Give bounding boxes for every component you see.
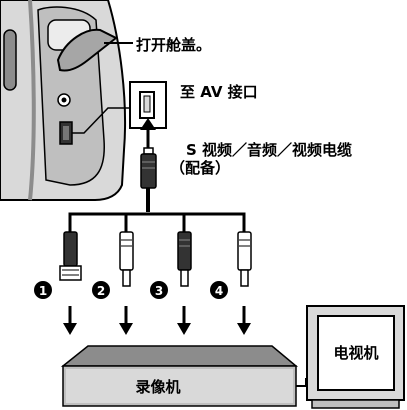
plug-4-rca bbox=[237, 231, 252, 287]
cover-flap bbox=[56, 28, 118, 72]
plug-1-s-video bbox=[59, 231, 82, 281]
camcorder-edge bbox=[28, 0, 36, 201]
main-plug bbox=[140, 147, 157, 189]
svg-text:4: 4 bbox=[215, 284, 223, 298]
vcr-label: 录像机 bbox=[135, 378, 180, 396]
camcorder bbox=[0, 0, 127, 201]
tv-device bbox=[306, 305, 405, 409]
cable-label-line1: S 视频／音频／视频电缆 bbox=[186, 141, 352, 159]
svg-text:3: 3 bbox=[155, 284, 163, 298]
tv-label: 电视机 bbox=[333, 344, 378, 362]
insert-arrow bbox=[140, 118, 156, 148]
plug-2-rca bbox=[119, 231, 134, 287]
camcorder-grip-slot bbox=[3, 29, 17, 91]
vcr-device bbox=[60, 345, 299, 407]
to-av-connector-label: 至 AV 接口 bbox=[180, 83, 258, 101]
open-cover-label: 打开舱盖。 bbox=[136, 36, 211, 54]
svg-text:1: 1 bbox=[39, 284, 47, 298]
cable-splitter bbox=[68, 212, 246, 232]
plug-3-rca bbox=[177, 231, 192, 287]
cable-label-line2: （配备） bbox=[170, 159, 230, 177]
plug-3-marker: 3 bbox=[150, 281, 168, 299]
jack-to-connector-wire bbox=[72, 107, 130, 134]
down-arrows bbox=[63, 306, 251, 335]
plug-4-marker: 4 bbox=[210, 281, 228, 299]
svg-text:2: 2 bbox=[97, 284, 105, 298]
plug-1-marker: 1 bbox=[34, 281, 52, 299]
plug-2-marker: 2 bbox=[92, 281, 110, 299]
